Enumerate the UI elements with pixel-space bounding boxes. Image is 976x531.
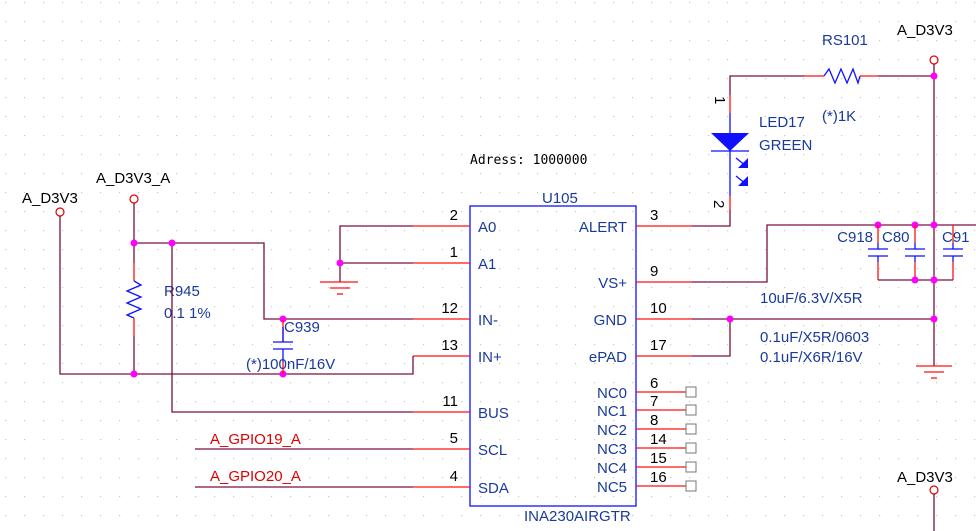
rs101-ref: RS101 (822, 32, 868, 49)
ic-ref: U105 (542, 190, 578, 207)
pin-name: NC3 (597, 441, 627, 458)
ic-u105[interactable]: U105 INA230AIRGTR Adress: 1000000 2A0 1A1… (413, 153, 697, 525)
pin-name: GND (594, 312, 628, 329)
no-connect-icon (685, 442, 697, 454)
pin-number: 1 (450, 244, 458, 261)
net-bottom-power: A_D3V3 (897, 469, 953, 486)
c939-ref: C939 (284, 319, 320, 336)
r945-ref: R945 (164, 283, 200, 300)
led-icon (711, 133, 749, 151)
i2c-nets: A_GPIO19_A A_GPIO20_A (195, 431, 413, 488)
pin-number: 17 (650, 337, 667, 354)
net-sda: A_GPIO20_A (210, 468, 301, 485)
pin-number: 7 (650, 393, 658, 410)
pin-name: NC1 (597, 403, 627, 420)
pin-number: 2 (450, 207, 458, 224)
pin-name: BUS (478, 405, 509, 422)
r945-value: 0.1 1% (164, 305, 211, 322)
pin-name: NC2 (597, 422, 627, 439)
net-shunt-power: A_D3V3_A (96, 170, 170, 187)
pin-number: 3 (650, 207, 658, 224)
led-pin1: 1 (711, 96, 728, 104)
pin-number: 16 (650, 469, 667, 486)
pin-number: 12 (441, 300, 458, 317)
pin-name: SCL (478, 442, 507, 459)
c80-ref: C80 (882, 229, 910, 246)
decoupling-caps: C918 C80 C91 10uF/6.3V/X5R 0.1uF/X5R/060… (692, 221, 976, 366)
pin-number: 8 (650, 412, 658, 429)
pin-name: NC5 (597, 479, 627, 496)
capacitor-icon (943, 225, 963, 280)
no-connect-icon (685, 404, 697, 416)
led-pin2: 2 (710, 200, 727, 208)
pin-number: 6 (650, 375, 658, 392)
no-connect-icon (685, 461, 697, 473)
pin-number: 10 (650, 300, 667, 317)
capacitor-icon (273, 327, 293, 362)
alert-led: 1 2 LED17 GREEN RS101 (*)1K A_D3V3 (692, 22, 953, 366)
pin-name: A1 (478, 256, 496, 273)
c91-value: 0.1uF/X6R/16V (760, 349, 863, 366)
address-ground (320, 225, 413, 295)
bottom-power: A_D3V3 (897, 469, 953, 531)
address-note: Adress: 1000000 (470, 153, 587, 168)
net-left-power: A_D3V3 (22, 190, 78, 207)
pin-name: IN+ (478, 349, 502, 366)
pin-number: 14 (650, 431, 667, 448)
pin-name: SDA (478, 480, 509, 497)
ground-icon (916, 365, 952, 379)
pin-number: 13 (441, 337, 458, 354)
pin-name: NC4 (597, 460, 627, 477)
no-connect-icon (685, 423, 697, 435)
capacitor-icon (868, 225, 888, 280)
led17-ref: LED17 (759, 114, 805, 131)
led17-value: GREEN (759, 137, 812, 154)
resistor-icon (823, 67, 861, 86)
c939-value: (*)100nF/16V (246, 356, 335, 373)
ground-net (692, 315, 952, 379)
pin-name: ePAD (589, 349, 627, 366)
pin-number: 11 (442, 393, 458, 410)
no-connect-icon (685, 386, 697, 398)
c91-ref: C91 (942, 229, 970, 246)
net-scl: A_GPIO19_A (210, 431, 301, 448)
resistor-icon (125, 280, 143, 319)
c918-value: 10uF/6.3V/X5R (760, 290, 863, 307)
pin-name: A0 (478, 219, 496, 236)
pin-number: 5 (450, 430, 458, 447)
no-connect-icon (685, 480, 697, 492)
ic-part: INA230AIRGTR (524, 508, 631, 525)
c80-value: 0.1uF/X5R/0603 (760, 329, 869, 346)
pin-name: IN- (478, 312, 498, 329)
pin-name: ALERT (579, 219, 627, 236)
pin-name: VS+ (598, 275, 627, 292)
pin-number: 4 (450, 468, 458, 485)
net-top-power: A_D3V3 (897, 22, 953, 39)
rs101-value: (*)1K (822, 108, 856, 125)
shunt-network: A_D3V3 A_D3V3_A R945 0.1 1% C939 (*)100n… (22, 170, 414, 413)
pin-number: 9 (650, 263, 658, 280)
pin-name: NC0 (597, 385, 627, 402)
c918-ref: C918 (837, 229, 873, 246)
ground-icon (320, 281, 358, 295)
pin-number: 15 (650, 450, 667, 467)
